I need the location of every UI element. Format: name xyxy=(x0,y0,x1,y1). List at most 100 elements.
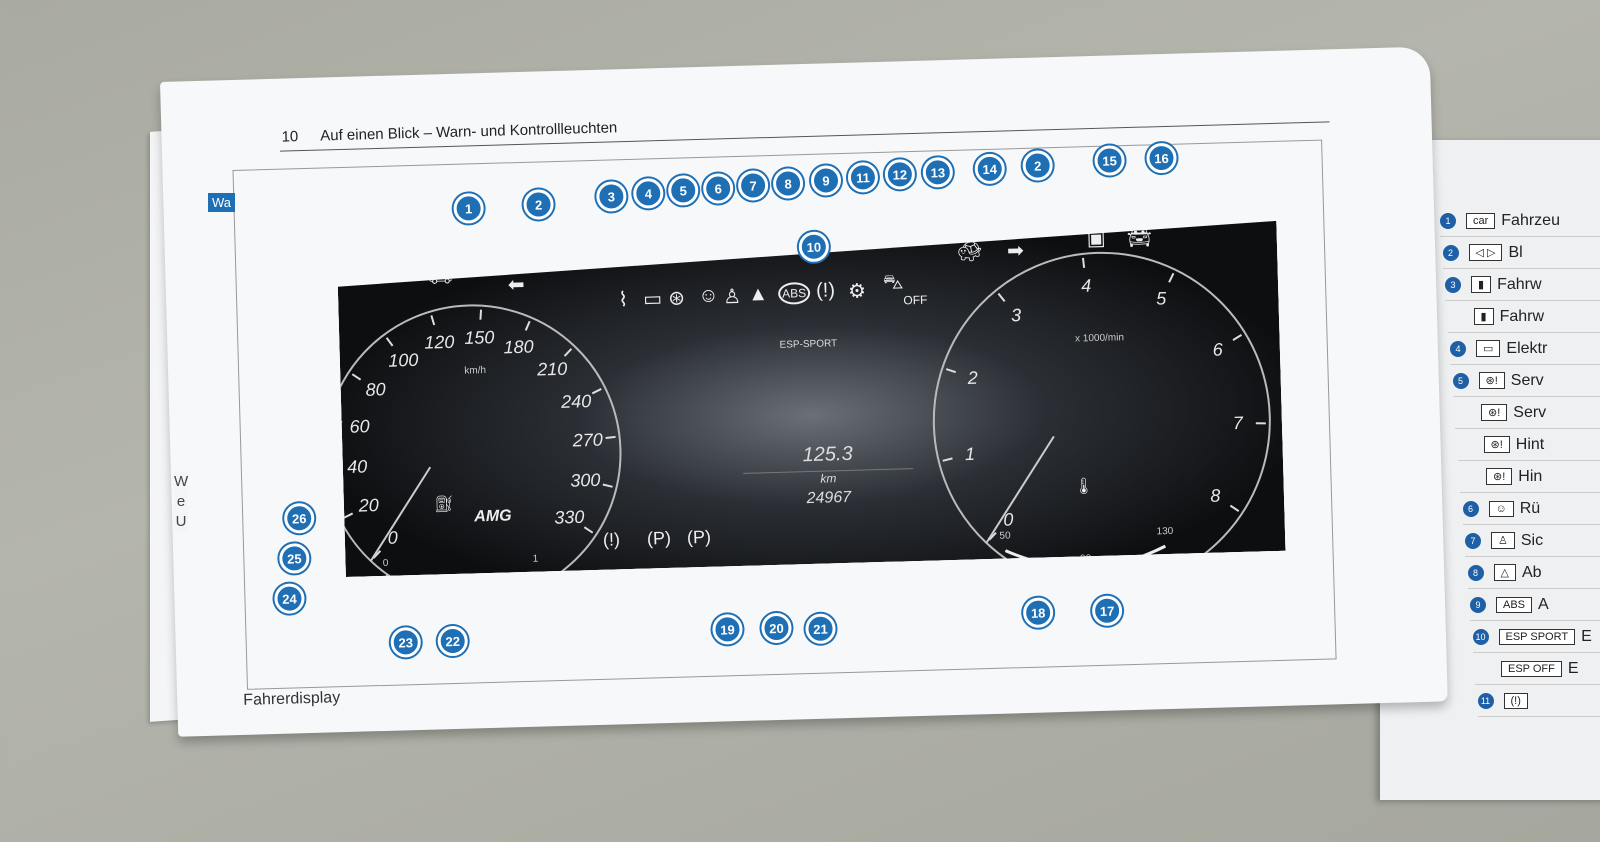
legend-symbol: ♙ xyxy=(1491,532,1515,549)
legend-symbol: ESP SPORT xyxy=(1498,628,1576,645)
esp-off-icon: ⛍ xyxy=(882,271,904,294)
rpm-tick xyxy=(1256,423,1266,424)
left-page-letters: W e U xyxy=(174,472,189,532)
speed-label: 240 xyxy=(560,391,592,412)
rpm-tick xyxy=(1083,258,1084,268)
legend-row: 1 car Fahrzeu xyxy=(1440,205,1600,237)
legend-row: 3▮Fahrw xyxy=(1445,269,1600,301)
rpm-tick xyxy=(946,369,955,373)
legend-text: Hint xyxy=(1515,435,1545,453)
speed-label: 120 xyxy=(424,332,455,353)
rpm-label: 0 xyxy=(1003,510,1014,530)
legend-symbol: ☺ xyxy=(1488,500,1514,517)
speed-tick xyxy=(387,338,393,346)
legend-number: 2 xyxy=(1442,244,1459,261)
speed-label: 330 xyxy=(554,507,585,528)
rpm-label: 6 xyxy=(1212,339,1224,359)
legend-row: ESP OFF E xyxy=(1475,653,1600,685)
legend-number: 1 xyxy=(1440,212,1456,229)
rpm-label: 8 xyxy=(1210,486,1221,506)
rpm-needle xyxy=(983,436,1056,543)
legend-text: Fahrzeu xyxy=(1501,211,1560,229)
legend-number: 9 xyxy=(1470,596,1486,613)
legend-symbol: △ xyxy=(1493,564,1516,581)
legend-row: 11(!) xyxy=(1477,685,1600,717)
legend-symbol: ⊛! xyxy=(1481,404,1508,421)
battery-icon: ▭ xyxy=(642,288,663,311)
page-title: Auf einen Blick – Warn- und Kontrollleuc… xyxy=(320,119,618,145)
rpm-label: 2 xyxy=(966,368,978,388)
rpm-tick xyxy=(1169,273,1174,282)
trip-unit: km xyxy=(743,468,913,488)
parking-brake-icon: (P) xyxy=(646,527,672,549)
distance-warning-icon: ▲ xyxy=(747,283,769,306)
speed-label: 100 xyxy=(388,350,419,371)
legend-number: 7 xyxy=(1465,532,1481,549)
speed-tick xyxy=(344,513,353,517)
speed-tick xyxy=(603,484,613,487)
speed-unit: km/h xyxy=(464,365,486,377)
legend-text: Rü xyxy=(1519,499,1541,517)
rpm-tick xyxy=(1230,505,1238,511)
speed-tick xyxy=(373,551,380,558)
legend-number: 5 xyxy=(1452,372,1469,389)
rpm-tick xyxy=(989,533,996,540)
legend-symbol: ▮ xyxy=(1473,308,1494,325)
speed-tick xyxy=(584,527,592,533)
speed-label: 80 xyxy=(365,379,386,400)
speed-label: 270 xyxy=(571,430,603,451)
legend-symbol: car xyxy=(1466,212,1496,229)
speed-tick xyxy=(606,437,616,438)
speed-tick xyxy=(352,374,360,380)
speed-label: 40 xyxy=(347,456,368,477)
rpm-label: 3 xyxy=(1011,305,1022,325)
legend-row: 5 ⊛! Serv xyxy=(1452,365,1600,397)
rpm-label: 4 xyxy=(1081,276,1092,296)
turn-right-icon: ➡ xyxy=(1006,239,1025,263)
legend-symbol: ABS xyxy=(1496,596,1533,613)
speed-label: 180 xyxy=(503,337,534,358)
steering-warning-icon: ⊛ xyxy=(667,287,686,310)
speed-label: 0 xyxy=(388,528,399,548)
esp-off-text: OFF xyxy=(903,292,928,308)
tire-pressure-icon: (!) xyxy=(815,279,836,302)
legend-text: Sic xyxy=(1520,531,1544,549)
legend-row: ⊛!Serv xyxy=(1455,397,1600,429)
rpm-tick xyxy=(998,293,1004,301)
legend-row: 4▭Elektr xyxy=(1450,333,1600,365)
coolant-temp-icon: 🌡︎ xyxy=(1073,478,1095,496)
legend-symbol: ▮ xyxy=(1471,276,1492,293)
seatbelt-icon: ♙ xyxy=(722,285,742,309)
speed-needle xyxy=(368,467,433,561)
rpm-tick xyxy=(1233,335,1242,340)
aux-gauge-label: 130 xyxy=(1156,526,1173,537)
legend-symbol: ESP OFF xyxy=(1501,660,1562,677)
rpm-label: 7 xyxy=(1233,413,1245,433)
legend-text: E xyxy=(1581,627,1592,645)
legend-text: Ab xyxy=(1521,563,1542,581)
speed-tick xyxy=(480,310,481,320)
legend-text: Serv xyxy=(1510,371,1544,389)
legend-symbol: ⊛! xyxy=(1478,372,1505,389)
speed-label: 300 xyxy=(570,470,601,491)
fuel-icon: ⛽︎ xyxy=(433,495,455,514)
speed-tick xyxy=(525,321,529,330)
speed-label: 150 xyxy=(464,327,495,348)
legend-row: 7 ♙ Sic xyxy=(1465,525,1600,557)
legend-row: ⊛! Hint xyxy=(1457,429,1600,461)
legend-text: Bl xyxy=(1508,243,1523,261)
engine-icon: ⚙ xyxy=(847,280,867,303)
legend-symbol: ⊛! xyxy=(1483,436,1510,453)
speed-label: 60 xyxy=(349,416,370,437)
esp-sport-text: ESP-SPORT xyxy=(779,338,838,351)
legend-text: E xyxy=(1567,659,1579,677)
legend-number: 11 xyxy=(1477,692,1494,709)
aux-gauge-label: 50 xyxy=(999,530,1011,541)
speed-label: 20 xyxy=(357,495,379,516)
trip-display: 125.3 km 24967 xyxy=(742,441,914,510)
legend-text: Elektr xyxy=(1506,339,1548,357)
rpm-ring xyxy=(929,248,1274,593)
legend-text: Hin xyxy=(1518,467,1543,485)
